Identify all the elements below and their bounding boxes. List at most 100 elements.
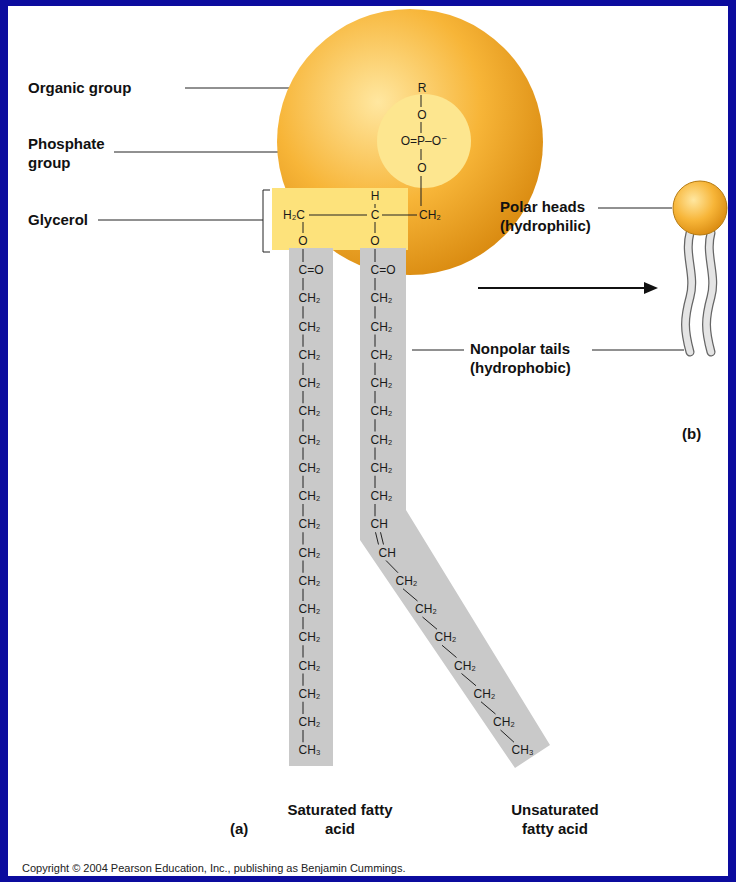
atom-label: CH₂ (299, 489, 321, 503)
panel-letter: (a) (230, 819, 270, 838)
caption-label: Unsaturated fatty acid (495, 800, 615, 838)
chemical-bond (376, 532, 379, 544)
chemical-bond (421, 122, 422, 133)
atom-label: R (418, 81, 427, 95)
polar-head: RCH₂OO=P–O⁻OHH₂CCOO (277, 9, 543, 275)
chemical-bond (303, 702, 304, 714)
lipid-tail (707, 233, 713, 352)
chemical-bond (481, 702, 496, 714)
atom-label: CH₂ (299, 517, 321, 531)
chemical-bond (303, 222, 304, 233)
chemical-bond (403, 589, 418, 601)
callout-label: Nonpolar tails (hydrophobic) (470, 339, 610, 377)
atom-label: O (370, 234, 379, 248)
atom-label: O (417, 108, 426, 122)
chemical-bond (421, 149, 422, 160)
atom-label: CH₂ (299, 404, 321, 418)
atom-label: O=P–O⁻ (401, 134, 448, 148)
chemical-bond (501, 730, 515, 742)
callout-label: Organic group (28, 78, 198, 97)
unsaturated-tail: C=OCH₂CH₂CH₂CH₂CH₂CH₂CH₂CH₂CHCHCH₂CH₂CH₂… (358, 248, 558, 770)
phosphate-circle: O O=P–O⁻ O (377, 94, 471, 188)
chemical-bond (421, 95, 422, 107)
atom-label: CH₂ (299, 461, 321, 475)
unsaturated-tail-outline (360, 248, 550, 768)
atom-label: CH₂ (371, 461, 393, 475)
chemical-bond (303, 532, 304, 544)
chemical-bond (303, 617, 304, 629)
chemical-bond (375, 419, 376, 431)
atom-label: CH₂ (371, 404, 393, 418)
callout-label: Glycerol (28, 210, 128, 229)
atom-label: CH₂ (371, 433, 393, 447)
chemical-bond (375, 204, 376, 208)
chemical-bond (303, 306, 304, 318)
chemical-bond (303, 504, 304, 516)
atom-label: CH₃ (299, 743, 321, 757)
saturated-tail-outline (289, 248, 333, 766)
phosphate-circle-outline (377, 94, 471, 188)
callout-label: Polar heads (hydrophilic) (500, 197, 625, 235)
chemical-bond (375, 306, 376, 318)
atom-label: CH₃ (512, 743, 534, 757)
atom-label: C (371, 208, 380, 222)
atom-label: CH (379, 546, 396, 560)
arrow-shaft (478, 287, 646, 289)
atom-label: O (417, 161, 426, 175)
atom-label: CH₂ (299, 320, 321, 334)
panel-letter: (b) (682, 424, 722, 443)
atom-label: CH₂ (474, 687, 496, 701)
chemical-bond (375, 476, 376, 488)
glycerol-box: HH₂CCOO (272, 188, 408, 250)
atom-label: CH₂ (299, 574, 321, 588)
atom-label: CH₂ (396, 574, 418, 588)
chemical-bond (375, 504, 376, 516)
atom-label: C=O (299, 263, 324, 277)
chemical-bond (375, 335, 376, 347)
atom-label: CH₂ (371, 489, 393, 503)
chemical-bond (303, 589, 304, 601)
chemical-bond (375, 448, 376, 460)
atom-label: CH₂ (299, 433, 321, 447)
lipid-tail (686, 233, 692, 352)
chemical-bond (303, 674, 304, 686)
leader-line (412, 350, 464, 351)
chemical-bond (462, 674, 477, 686)
chemical-bond (375, 363, 376, 375)
copyright-note: Copyright © 2004 Pearson Education, Inc.… (22, 862, 622, 875)
leader-line (592, 350, 684, 351)
chemical-bond (421, 176, 422, 206)
chemical-bond (309, 215, 367, 216)
atom-label: CH₂ (419, 208, 441, 222)
chemical-bond (303, 249, 304, 262)
chemical-bond (381, 532, 384, 544)
chemical-bond (382, 215, 417, 216)
chemical-bond (303, 391, 304, 403)
atom-label: CH₂ (435, 630, 457, 644)
atom-label: C=O (371, 263, 396, 277)
chemical-bond (375, 391, 376, 403)
chemical-bond (375, 222, 376, 233)
lipid-tail (686, 233, 692, 352)
chemical-bond (303, 419, 304, 431)
atom-label: CH (371, 517, 388, 531)
atom-label: CH₂ (371, 320, 393, 334)
chemical-bond (303, 730, 304, 742)
leader-line (98, 220, 263, 221)
chemical-bond (375, 249, 376, 262)
atom-label: CH₂ (299, 376, 321, 390)
atom-label: CH₂ (371, 291, 393, 305)
atom-label: CH₂ (299, 715, 321, 729)
lipid-tail (707, 233, 713, 352)
caption-label: Saturated fatty acid (285, 800, 395, 838)
atom-label: CH₂ (299, 687, 321, 701)
atom-label: O (298, 234, 307, 248)
bracket (263, 190, 270, 252)
atom-label: CH₂ (299, 659, 321, 673)
chemical-bond (303, 448, 304, 460)
chemical-bond (386, 561, 398, 573)
atom-label: CH₂ (299, 291, 321, 305)
chemical-bond (303, 278, 304, 290)
atom-label: CH₂ (371, 376, 393, 390)
